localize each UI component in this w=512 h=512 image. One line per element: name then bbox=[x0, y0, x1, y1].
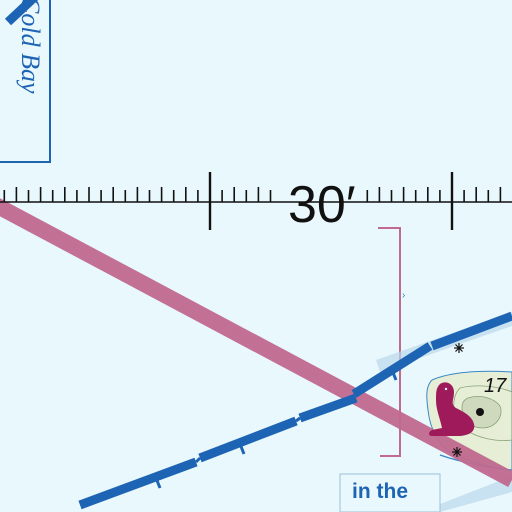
obstruction-star-icon bbox=[454, 343, 464, 353]
water-label: in the bbox=[352, 480, 408, 503]
summit-marker bbox=[476, 408, 484, 416]
water-label-box: in the bbox=[339, 473, 441, 512]
elevation-label: 17 bbox=[484, 375, 507, 397]
special-use-boundary bbox=[378, 227, 401, 457]
seal-icon bbox=[429, 382, 475, 436]
place-label-cold-bay: Cold Bay bbox=[16, 0, 45, 94]
military-route bbox=[0, 198, 512, 488]
minute-label: 30′ bbox=[288, 176, 356, 234]
class-e-boundary-ticks bbox=[154, 369, 398, 489]
hydro-mark: › bbox=[402, 290, 405, 301]
cold-bay-boundary bbox=[0, 0, 51, 163]
latitude-tick-scale bbox=[0, 172, 512, 230]
boundary-shading-lower bbox=[430, 476, 512, 512]
obstruction-star-icon-2 bbox=[452, 447, 462, 457]
